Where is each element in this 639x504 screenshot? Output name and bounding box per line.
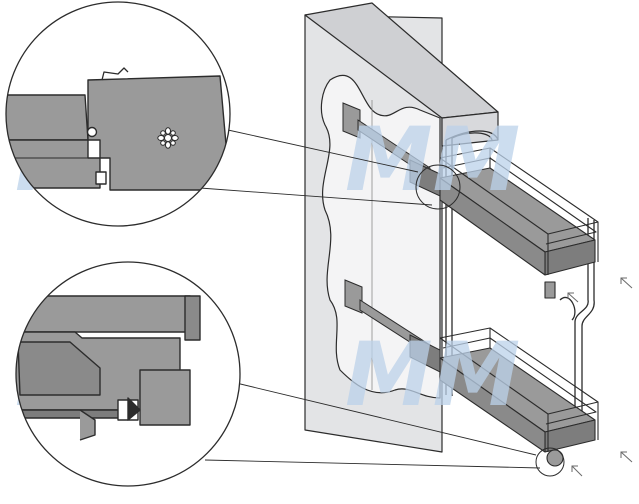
upper-basket bbox=[439, 147, 599, 299]
arrow-up-left-icon bbox=[620, 277, 633, 289]
arrow-up-left-icon bbox=[620, 451, 633, 463]
cabinet bbox=[304, 2, 499, 453]
svg-text:MM: MM bbox=[345, 108, 520, 211]
top-runner bbox=[342, 102, 441, 197]
arrow-up-left-icon bbox=[571, 465, 583, 477]
bottom-mounting-bracket bbox=[344, 279, 363, 314]
bottom-runner bbox=[344, 279, 441, 373]
lower-basket bbox=[439, 327, 599, 467]
lamp-icon bbox=[157, 127, 179, 149]
bottom-detail-callout bbox=[15, 261, 565, 487]
top-detail-callout bbox=[5, 1, 461, 227]
top-mounting-bracket bbox=[342, 102, 361, 139]
svg-text:MM: MM bbox=[345, 323, 520, 426]
arrow-up-left-icon bbox=[567, 292, 579, 303]
